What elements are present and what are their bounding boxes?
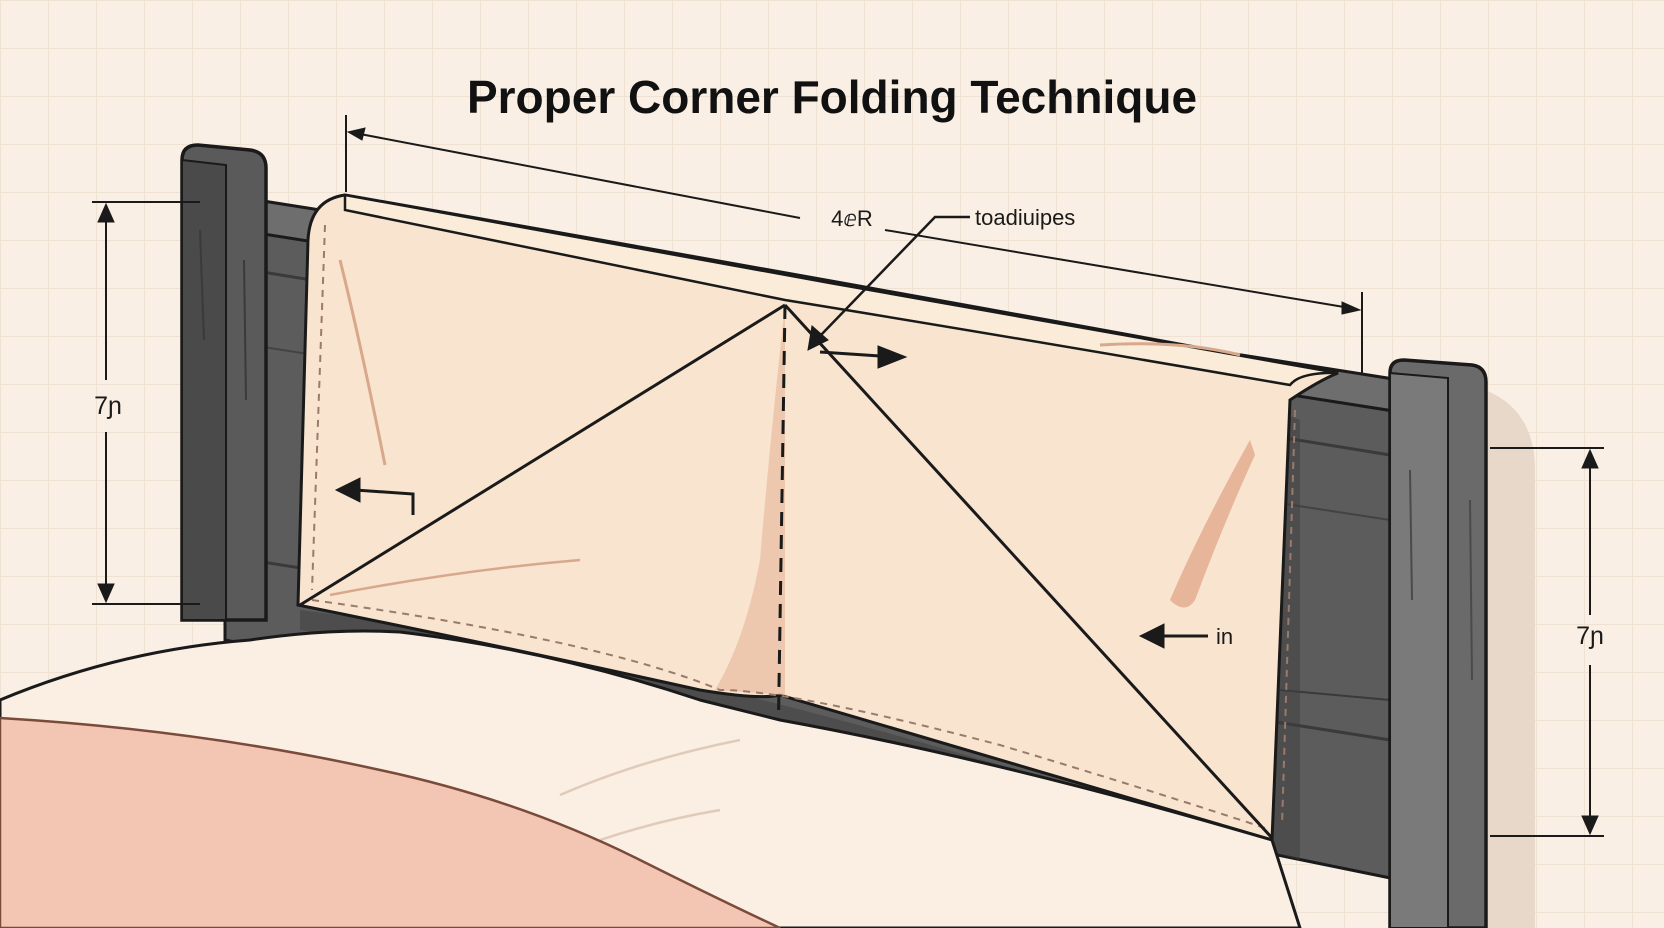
folded-sheet xyxy=(296,193,1339,860)
sheet-fold-shadow xyxy=(715,305,785,695)
left-bedpost-grain xyxy=(199,229,247,401)
callout-label: toadiuipes xyxy=(975,205,1075,230)
top-width-arrowhead-left xyxy=(346,127,366,141)
right-bedpost-shadow xyxy=(1485,390,1535,928)
top-width-label: 4ⅇR xyxy=(831,206,873,231)
left-height-label: 7ɲ xyxy=(94,392,122,420)
left-height-arrowhead-bottom xyxy=(97,583,115,604)
sheet-wrinkle xyxy=(1170,440,1255,608)
sheet-seam-left xyxy=(311,224,326,591)
dimension-annotations xyxy=(92,115,1604,837)
fold-line-right-diagonal xyxy=(783,303,1274,840)
inward-arrow-head xyxy=(1138,623,1165,649)
top-width-line-right xyxy=(884,229,1345,308)
sheet-body xyxy=(296,193,1339,842)
mattress-crease xyxy=(559,738,741,797)
pull-arrow-head xyxy=(877,345,908,369)
sheet-wrinkle xyxy=(338,259,387,466)
sheet-top-fold xyxy=(343,193,1339,387)
tuck-arrow-left-line xyxy=(354,488,415,515)
right-height-arrowhead-bottom xyxy=(1581,815,1599,836)
top-width-line-left xyxy=(359,133,801,219)
right-bedpost-face xyxy=(1389,371,1449,928)
sheet-wrinkle xyxy=(1099,342,1241,357)
pull-arrow-line xyxy=(819,350,881,358)
right-height-label: 7ɲ xyxy=(1576,622,1604,650)
inward-arrow-label: in xyxy=(1216,624,1233,649)
blanket xyxy=(0,716,781,928)
mattress xyxy=(0,629,1302,928)
diagram-title: Proper Corner Folding Technique xyxy=(467,71,1197,123)
left-height-arrowhead-top xyxy=(97,202,115,223)
fold-line-center-dashed xyxy=(776,304,787,751)
tuck-arrow-left-head xyxy=(334,477,361,503)
callout-leader xyxy=(819,215,970,337)
right-bedpost-grain xyxy=(1409,469,1473,681)
right-height-arrowhead-top xyxy=(1581,448,1599,469)
callout-arrowhead xyxy=(807,325,829,351)
fold-line-left-diagonal xyxy=(299,303,786,607)
mattress-crease xyxy=(599,808,721,842)
sheet-seam-right xyxy=(1281,409,1296,826)
sheet-seam-bottom xyxy=(311,599,1266,829)
top-width-arrowhead-right xyxy=(1341,301,1362,315)
sheet-wrinkle xyxy=(329,558,581,597)
left-bedpost-face xyxy=(181,158,227,621)
